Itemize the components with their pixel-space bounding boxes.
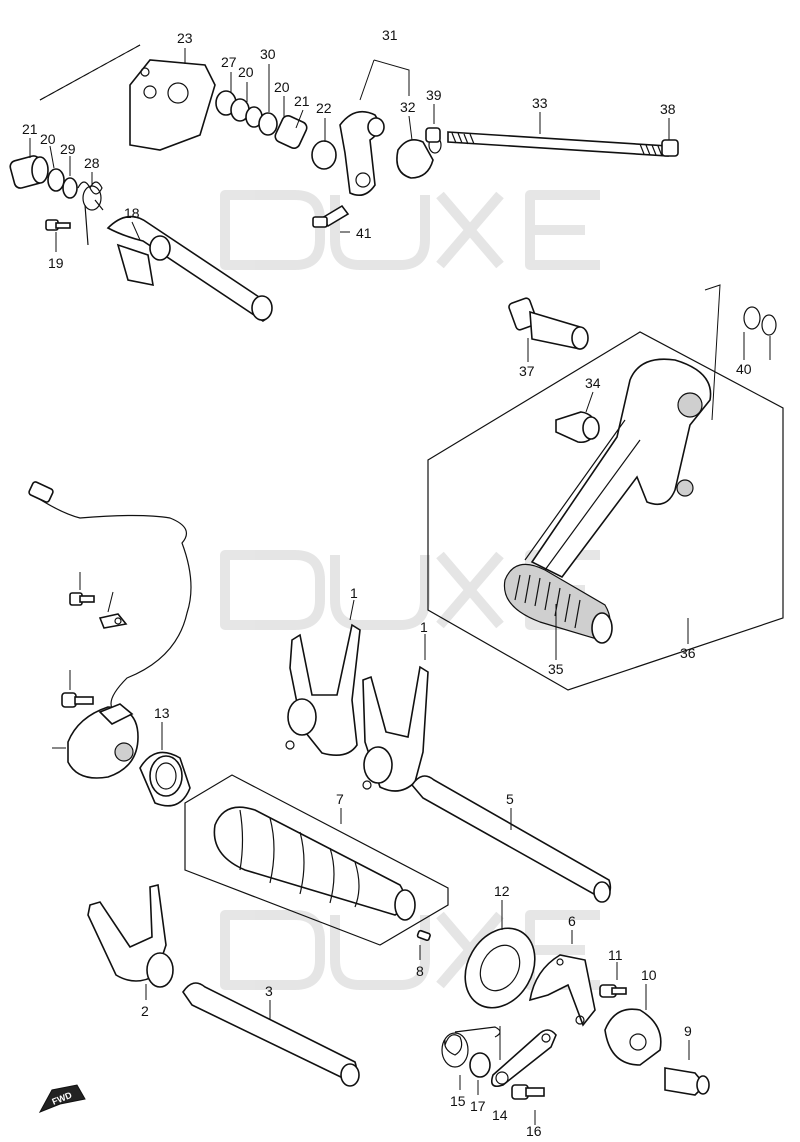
callout-24: 28	[84, 155, 100, 171]
callout-1: 1	[350, 585, 358, 601]
shift-fork-1-right	[362, 665, 429, 792]
screw-10	[599, 984, 627, 998]
cap-27	[396, 136, 442, 179]
pin-7	[416, 929, 431, 942]
needle-bearing-12	[139, 751, 191, 807]
bolt-36	[312, 204, 350, 228]
callout-23: 27	[221, 54, 237, 70]
drum-cam-9	[604, 1008, 662, 1066]
callout-27: 32	[400, 99, 416, 115]
stopper-arm-13	[490, 1029, 557, 1088]
callout-15: 16	[526, 1123, 542, 1137]
fork-shaft-3	[182, 982, 360, 1087]
callout-25: 29	[60, 141, 76, 157]
callout-14: 15	[450, 1093, 466, 1109]
pivot-bolt-32	[508, 297, 589, 350]
bolt-19	[45, 219, 71, 231]
spring-24	[77, 181, 104, 246]
bearing-stack-top	[215, 90, 337, 170]
callout-34: 39	[426, 87, 442, 103]
gear-position-switch-39	[28, 481, 192, 779]
callout-28: 33	[532, 95, 548, 111]
callout-12: 13	[154, 705, 170, 721]
callout-3: 3	[265, 983, 273, 999]
shift-drum-box	[184, 774, 449, 946]
callout-6: 7	[336, 791, 344, 807]
callout-8: 9	[684, 1023, 692, 1039]
callout-20: 20	[40, 131, 56, 147]
watermark-top	[220, 190, 600, 270]
shift-fork-1-left	[285, 623, 361, 756]
callout-30: 34	[585, 375, 601, 391]
callout-17: 18	[124, 205, 140, 221]
forward-arrow-icon: FWD	[38, 1084, 86, 1113]
callouts: 23 27 20 30 20 21 22 31 32 39 33 38 41 2…	[22, 27, 752, 1139]
bolt-40	[61, 692, 94, 708]
washer-16	[469, 1052, 491, 1078]
callout-2: 2	[141, 1003, 149, 1019]
callout-32: 37	[519, 363, 535, 379]
washer-35	[743, 306, 761, 330]
callout-31: 35	[548, 661, 564, 677]
bolt-41	[69, 592, 95, 606]
shift-drum-6	[213, 806, 416, 921]
callout-29: 36	[680, 645, 696, 661]
washer-25-left	[62, 177, 78, 199]
callout-10: 11	[608, 947, 623, 963]
callout-9: 10	[641, 967, 657, 983]
plate-18	[129, 59, 216, 151]
bearing-21-left	[9, 155, 49, 189]
callout-4: 5	[506, 791, 514, 807]
footer-watermark	[0, 1123, 800, 1137]
pin-8	[664, 1067, 710, 1096]
bolt-15	[511, 1084, 545, 1100]
callout-1: 1	[420, 619, 428, 635]
upper-assembly-outline	[39, 44, 141, 101]
spring-14	[441, 1026, 501, 1068]
callout-11: 12	[494, 883, 510, 899]
callout-33: 38	[660, 101, 676, 117]
callout-13: 14	[492, 1107, 508, 1123]
gearshift-pedal-arm	[524, 358, 712, 579]
nut-34	[425, 127, 441, 143]
clamp-38	[98, 613, 128, 629]
circlip-37	[761, 314, 777, 336]
washer-20-left	[47, 168, 65, 192]
shift-shaft-17	[106, 215, 273, 322]
callout-22: 22	[316, 100, 332, 116]
fork-shaft-4	[411, 775, 612, 903]
leader-lines	[29, 48, 771, 1125]
callout-20: 20	[274, 79, 290, 95]
callout-5: 6	[568, 913, 576, 929]
callout-18: 23	[177, 30, 193, 46]
callout-21: 21	[22, 121, 38, 137]
pivot-30	[555, 411, 600, 444]
callout-35: 40	[736, 361, 752, 377]
bearing-11	[464, 927, 536, 1009]
stopper-plate-5	[529, 954, 596, 1027]
pedal-assembly-box	[427, 331, 784, 691]
callout-7: 8	[416, 963, 424, 979]
nut-33	[661, 139, 679, 157]
tie-rod-28	[447, 131, 669, 157]
callout-21: 21	[294, 93, 310, 109]
callout-25: 30	[260, 46, 276, 62]
arm-26	[339, 110, 385, 196]
callout-16: 17	[470, 1098, 486, 1114]
callout-36: 41	[356, 225, 372, 241]
callout-19: 19	[48, 255, 64, 271]
footpeg-rubber-31	[503, 563, 613, 644]
callout-20: 20	[238, 64, 254, 80]
shift-fork-2	[87, 884, 174, 988]
callout-26: 31	[382, 27, 398, 43]
